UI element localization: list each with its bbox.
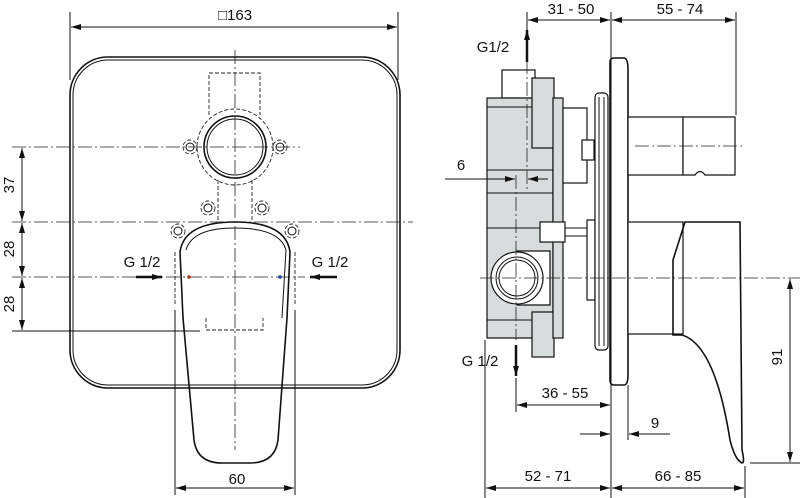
dim-37-label: 37 (1, 177, 18, 194)
lever-edge (185, 227, 287, 319)
outlet-bottom-label: G 1/2 (462, 353, 499, 370)
concealed-body-outline (170, 72, 300, 331)
mixer-lever (179, 221, 291, 464)
body-flange (552, 97, 564, 339)
dim-top-left-label: 31 - 50 (548, 1, 595, 18)
inlet-left-label: G 1/2 (124, 254, 161, 271)
dim-28-label: 28 (1, 296, 18, 313)
body-plate (531, 311, 555, 358)
dim-top-right-label: 55 - 74 (657, 1, 704, 18)
dim-36-55-label: 36 - 55 (542, 385, 589, 402)
lever-width-label: 60 (229, 471, 246, 488)
outlet-bore-inner (206, 118, 264, 176)
dim-6-label: 6 (457, 157, 465, 174)
outlet-top-label: G1/2 (477, 39, 510, 56)
cold-indicator-dot (278, 275, 282, 279)
outlet-bore (203, 115, 267, 179)
dim-9-label: 9 (651, 415, 659, 432)
cover-plate-side (609, 57, 629, 386)
dim-28-label: 28 (1, 241, 18, 258)
body-top-connector (501, 69, 536, 99)
dim-bottom-right-label: 66 - 85 (655, 468, 702, 485)
dim-bottom-left-label: 52 - 71 (525, 468, 572, 485)
sealing-ring (594, 92, 609, 351)
side-view: 31 - 50 55 - 74 G1/2 (445, 1, 800, 498)
lever-side (672, 221, 745, 464)
hot-indicator-dot (187, 275, 191, 279)
dim-91-label: 91 (769, 349, 786, 366)
body-plate (531, 77, 555, 149)
width-label: □163 (218, 7, 252, 24)
adjust-screw-nut (539, 221, 566, 243)
inlet-right-label: G 1/2 (312, 254, 349, 271)
front-view: □163 37 28 28 (1, 7, 413, 495)
